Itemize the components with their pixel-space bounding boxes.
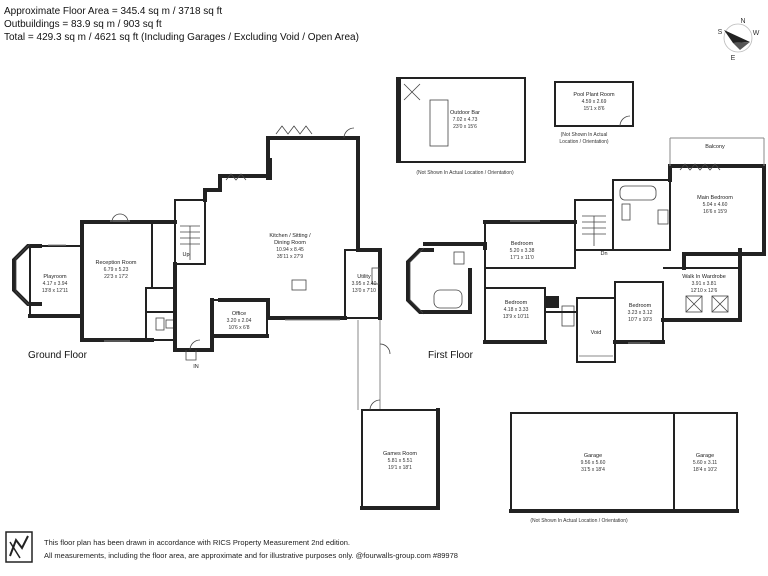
stairs-down-label: Dn bbox=[600, 251, 607, 257]
utility-metric: 3.95 x 2.40 bbox=[352, 281, 377, 287]
outdoor-bar-note: (Not Shown In Actual Location / Orientat… bbox=[416, 170, 514, 176]
void-label: Void bbox=[591, 330, 602, 336]
pool-plant-name: Pool Plant Room bbox=[573, 92, 615, 98]
bedroom-1-imperial: 17'1 x 11'0 bbox=[510, 255, 534, 261]
first-floor-plan bbox=[406, 137, 766, 363]
outdoor-bar-name: Outdoor Bar bbox=[450, 110, 480, 116]
entrance-label: IN bbox=[193, 364, 199, 370]
reception-metric: 6.79 x 5.23 bbox=[104, 267, 129, 273]
balcony-label: Balcony bbox=[705, 144, 725, 150]
bedroom-3-metric: 3.23 x 3.12 bbox=[628, 310, 653, 316]
outdoor-bar-metric: 7.02 x 4.73 bbox=[453, 117, 478, 123]
outdoor-bar-imperial: 23'0 x 15'6 bbox=[453, 124, 477, 130]
garage-1-name: Garage bbox=[584, 453, 602, 459]
first-floor-label: First Floor bbox=[428, 350, 474, 361]
bedroom-1-metric: 5.20 x 3.38 bbox=[510, 248, 535, 254]
compass-s: S bbox=[718, 29, 723, 36]
stairs-up-label: Up bbox=[182, 252, 189, 258]
compass-n: N bbox=[740, 18, 745, 25]
wardrobe-metric: 3.91 x 3.81 bbox=[692, 281, 717, 287]
ground-floor-plan bbox=[12, 125, 440, 510]
wardrobe-imperial: 12'10 x 12'6 bbox=[691, 288, 718, 294]
bedroom-2-imperial: 13'9 x 10'11 bbox=[503, 314, 530, 320]
reception-imperial: 22'3 x 17'2 bbox=[104, 274, 128, 280]
outbuildings-plan bbox=[396, 77, 739, 513]
footer-disclaimer: All measurements, including the floor ar… bbox=[44, 551, 458, 560]
garage-1-metric: 9.56 x 5.60 bbox=[581, 460, 606, 466]
kitchen-name-1: Kitchen / Sitting / bbox=[269, 233, 311, 239]
pool-plant-note-2: Location / Orientation) bbox=[559, 139, 609, 145]
ground-floor-label: Ground Floor bbox=[28, 350, 88, 361]
pool-plant-imperial: 15'1 x 8'6 bbox=[583, 106, 604, 112]
total-area-text: Total = 429.3 sq m / 4621 sq ft (Includi… bbox=[4, 32, 359, 43]
bedroom-3-name: Bedroom bbox=[629, 303, 652, 309]
games-name: Games Room bbox=[383, 451, 417, 457]
garage-2-metric: 5.60 x 3.11 bbox=[693, 460, 718, 466]
playroom-name: Playroom bbox=[43, 274, 67, 280]
fourwalls-logo-icon bbox=[5, 531, 33, 563]
games-metric: 5.81 x 5.51 bbox=[388, 458, 413, 464]
bedroom-3-imperial: 10'7 x 10'3 bbox=[628, 317, 652, 323]
playroom-imperial: 13'8 x 12'11 bbox=[42, 288, 69, 294]
main-bedroom-imperial: 16'6 x 15'9 bbox=[703, 209, 727, 215]
outbuildings-area-text: Outbuildings = 83.9 sq m / 903 sq ft bbox=[4, 19, 162, 30]
garage-1-imperial: 31'5 x 18'4 bbox=[581, 467, 605, 473]
compass-icon: N S E W bbox=[718, 18, 760, 62]
floor-area-text: Approximate Floor Area = 345.4 sq m / 37… bbox=[4, 6, 223, 17]
reception-name: Reception Room bbox=[96, 260, 137, 266]
pool-plant-metric: 4.59 x 2.69 bbox=[582, 99, 607, 105]
garage-2-imperial: 18'4 x 10'2 bbox=[693, 467, 717, 473]
utility-imperial: 13'0 x 7'10 bbox=[352, 288, 376, 294]
compass-w: W bbox=[753, 30, 760, 37]
playroom-metric: 4.17 x 3.94 bbox=[43, 281, 68, 287]
main-bedroom-metric: 5.04 x 4.60 bbox=[703, 202, 728, 208]
kitchen-metric: 10.94 x 8.45 bbox=[276, 247, 304, 253]
footer-rics-note: This floor plan has been drawn in accord… bbox=[44, 538, 350, 547]
bedroom-1-name: Bedroom bbox=[511, 241, 534, 247]
office-metric: 3.20 x 2.04 bbox=[227, 318, 252, 324]
bedroom-2-metric: 4.18 x 3.33 bbox=[504, 307, 529, 313]
utility-name: Utility bbox=[357, 274, 371, 280]
garage-note: (Not Shown In Actual Location / Orientat… bbox=[530, 518, 628, 524]
garage-2-name: Garage bbox=[696, 453, 714, 459]
office-name: Office bbox=[232, 311, 246, 317]
kitchen-imperial: 35'11 x 27'9 bbox=[277, 254, 304, 260]
wardrobe-name: Walk In Wardrobe bbox=[682, 274, 726, 280]
office-imperial: 10'6 x 6'8 bbox=[228, 325, 249, 331]
pool-plant-note-1: (Not Shown In Actual bbox=[561, 132, 608, 138]
compass-e: E bbox=[731, 55, 736, 62]
bedroom-2-name: Bedroom bbox=[505, 300, 528, 306]
main-bedroom-name: Main Bedroom bbox=[697, 195, 733, 201]
kitchen-name-2: Dining Room bbox=[274, 240, 306, 246]
games-imperial: 19'1 x 18'1 bbox=[388, 465, 412, 471]
